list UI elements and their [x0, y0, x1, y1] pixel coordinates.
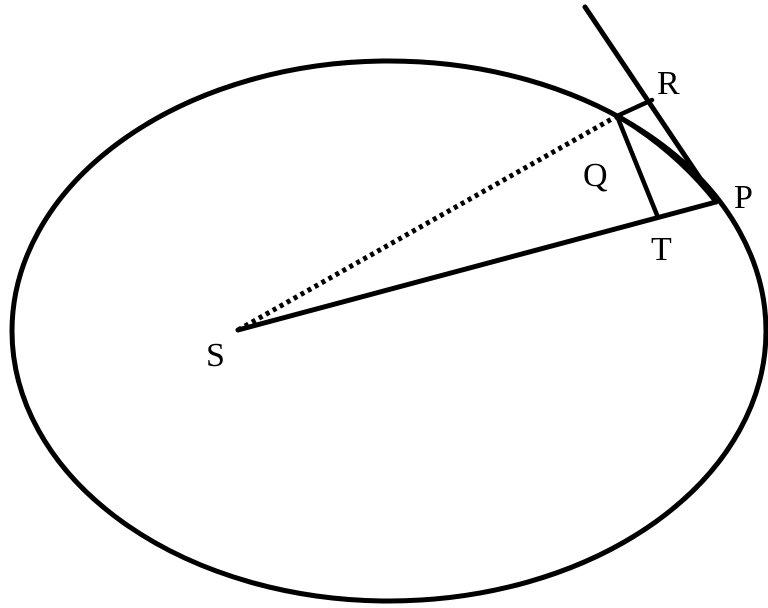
tangent-line [582, 4, 719, 205]
orbit-ellipse [9, 58, 768, 604]
label-r: R [657, 65, 680, 102]
label-q: Q [583, 157, 608, 194]
label-t: T [651, 231, 672, 268]
segment-qt [614, 113, 660, 218]
arc-qp [614, 113, 719, 205]
radius-sp [235, 199, 719, 333]
label-s: S [206, 337, 225, 374]
label-p: P [734, 179, 753, 216]
radius-sq-dotted [236, 113, 619, 333]
segment-qr [614, 97, 655, 119]
